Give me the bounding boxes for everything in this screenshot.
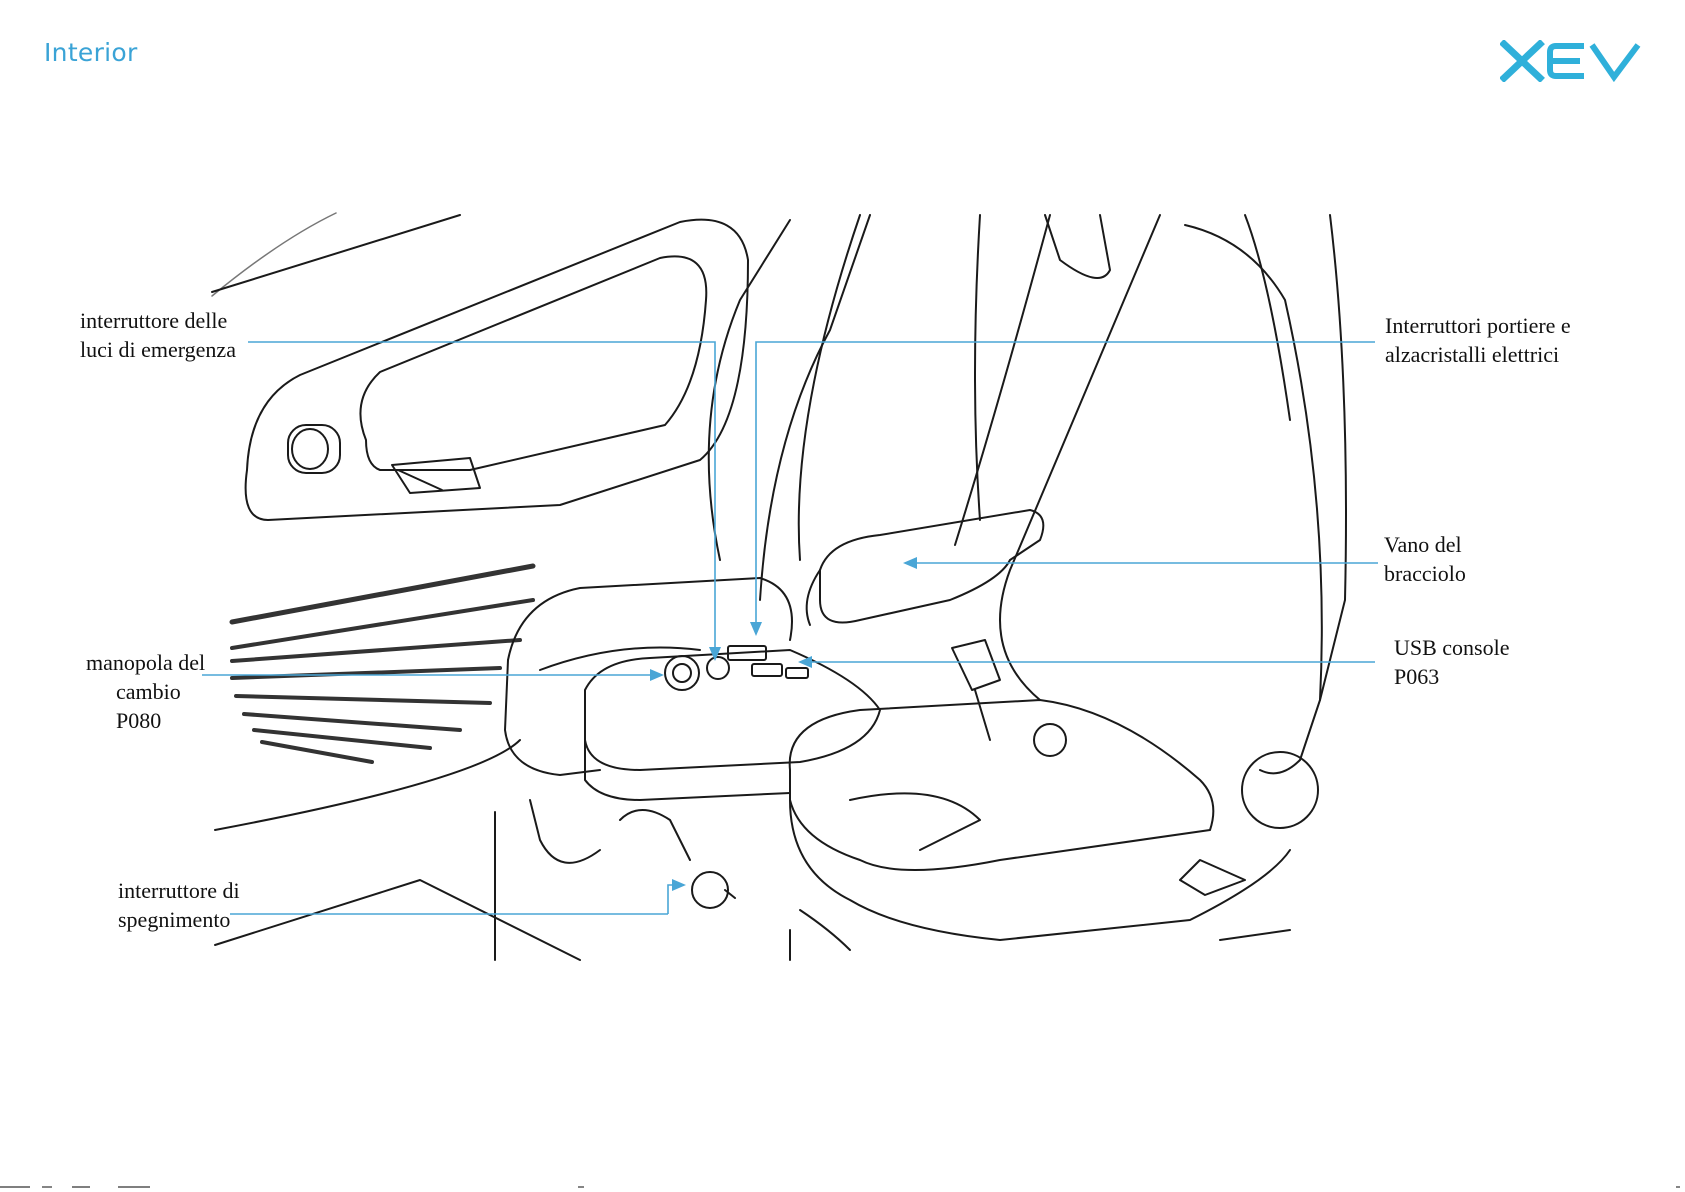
callout-armrest: Vano del bracciolo	[1384, 530, 1466, 588]
leader-shutdown-arrow	[668, 885, 684, 914]
callout-usb: USB console P063	[1394, 633, 1510, 691]
callout-door-window-switches-line2: alzacristalli elettrici	[1385, 340, 1571, 369]
callout-shutdown-switch-line2: spegnimento	[118, 905, 240, 934]
callout-armrest-line2: bracciolo	[1384, 559, 1466, 588]
callout-gear-knob-line3: P080	[86, 706, 205, 735]
leader-door-window-switches	[756, 342, 1375, 634]
callout-gear-knob-line1: manopola del	[86, 648, 205, 677]
line-drawing	[212, 213, 1346, 960]
callout-gear-knob: manopola del cambio P080	[86, 648, 205, 735]
callout-usb-line2: P063	[1394, 662, 1510, 691]
callout-shutdown-switch: interruttore di spegnimento	[118, 876, 240, 934]
footer-marks	[0, 1183, 1685, 1192]
callout-shutdown-switch-line1: interruttore di	[118, 876, 240, 905]
callout-armrest-line1: Vano del	[1384, 530, 1466, 559]
callout-usb-line1: USB console	[1394, 633, 1510, 662]
callout-emergency-lights: interruttore delle luci di emergenza	[80, 306, 236, 364]
callout-emergency-lights-line2: luci di emergenza	[80, 335, 236, 364]
callout-door-window-switches: Interruttori portiere e alzacristalli el…	[1385, 311, 1571, 369]
callout-gear-knob-line2: cambio	[86, 677, 205, 706]
leader-emergency-lights	[248, 342, 715, 659]
callout-emergency-lights-line1: interruttore delle	[80, 306, 236, 335]
callout-door-window-switches-line1: Interruttori portiere e	[1385, 311, 1571, 340]
